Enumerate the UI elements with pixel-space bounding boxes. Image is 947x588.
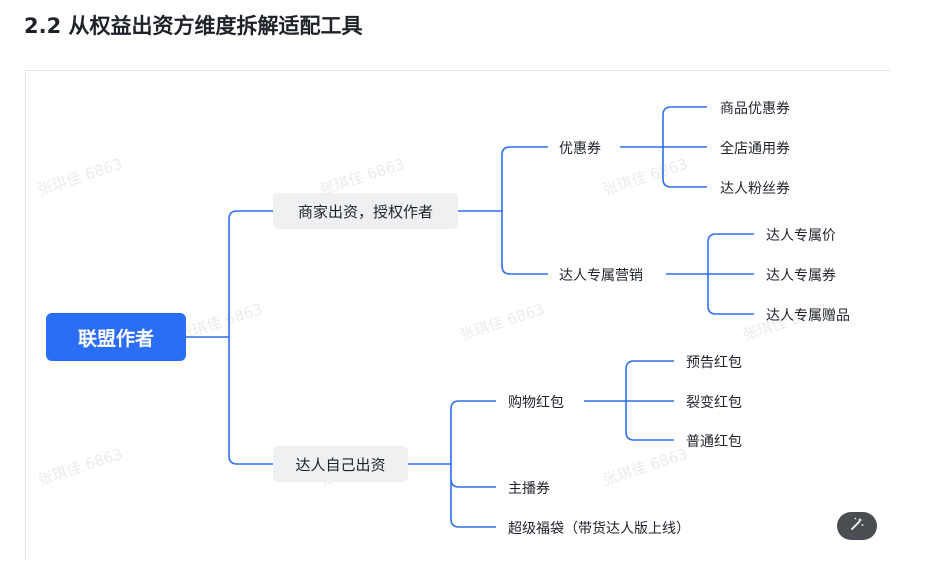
node-redpacket-item[interactable]: 裂变红包 (686, 395, 742, 411)
node-merchant-funded[interactable]: 商家出资，授权作者 (273, 193, 458, 229)
page-title: 2.2 从权益出资方维度拆解适配工具 (24, 14, 363, 38)
magic-wand-button[interactable] (837, 512, 877, 540)
node-redpacket-item[interactable]: 预告红包 (686, 355, 742, 371)
mindmap-canvas: 张琪佳 6863 张琪佳 6863 张琪佳 6863 张琪佳 6863 张琪佳 … (25, 70, 890, 561)
root-node[interactable]: 联盟作者 (46, 313, 186, 361)
node-coupon[interactable]: 优惠券 (559, 141, 601, 157)
node-exclusive-item[interactable]: 达人专属券 (766, 268, 836, 284)
node-anchor-coupon[interactable]: 主播券 (508, 481, 550, 497)
node-exclusive-item[interactable]: 达人专属赠品 (766, 308, 850, 324)
node-exclusive-marketing[interactable]: 达人专属营销 (559, 268, 643, 284)
magic-wand-icon (849, 516, 865, 536)
node-coupon-item[interactable]: 全店通用券 (720, 141, 790, 157)
node-coupon-item[interactable]: 商品优惠券 (720, 101, 790, 117)
node-lucky-bag[interactable]: 超级福袋（带货达人版上线） (508, 521, 690, 537)
node-exclusive-item[interactable]: 达人专属价 (766, 228, 836, 244)
connector-lines (186, 106, 754, 528)
node-redpacket-item[interactable]: 普通红包 (686, 434, 742, 450)
node-shopping-redpacket[interactable]: 购物红包 (508, 395, 564, 411)
node-creator-funded[interactable]: 达人自己出资 (273, 446, 408, 482)
node-coupon-item[interactable]: 达人粉丝券 (720, 181, 790, 197)
